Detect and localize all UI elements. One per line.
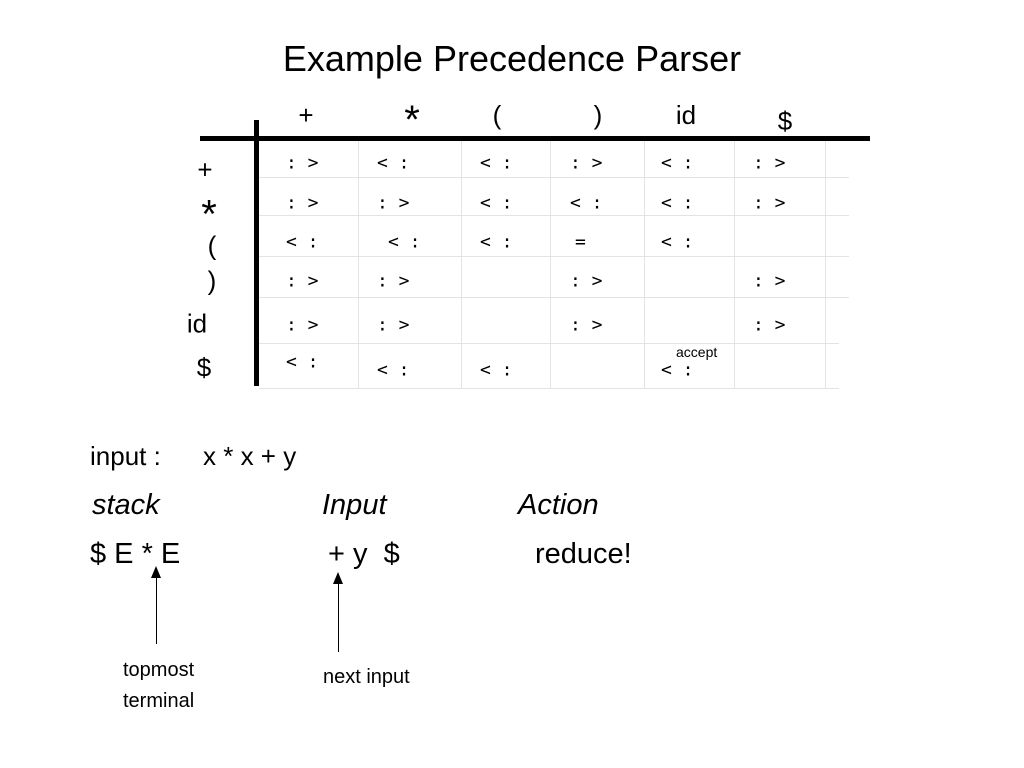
- table-cell: < :: [480, 192, 513, 214]
- table-cell: : >: [377, 314, 410, 336]
- accept-label: accept: [676, 344, 718, 360]
- grid-line: [358, 141, 359, 389]
- column-header-id: id: [675, 100, 697, 130]
- topmost-terminal-note: topmost terminal: [123, 655, 194, 717]
- table-row-rule: [254, 120, 259, 386]
- arrow-up-icon: [151, 566, 161, 578]
- column-header-rparen: ): [593, 100, 603, 130]
- table-cell: < :: [377, 359, 410, 381]
- column-header-dollar: $: [777, 106, 793, 136]
- table-cell: < :: [286, 351, 319, 373]
- table-cell: < :: [661, 152, 694, 174]
- grid-line: [259, 256, 849, 257]
- table-cell: : >: [377, 192, 410, 214]
- table-cell: =: [575, 231, 586, 253]
- row-header-star: *: [201, 192, 217, 237]
- grid-line: [259, 297, 849, 298]
- row-header-plus: +: [197, 154, 213, 185]
- table-cell: : >: [286, 152, 319, 174]
- table-cell: < :: [480, 231, 513, 253]
- note-line: topmost: [123, 659, 195, 681]
- row-header-id: id: [186, 308, 208, 339]
- input-value: + y $: [328, 538, 400, 570]
- grid-line: [259, 343, 839, 344]
- column-header-plus: +: [298, 100, 314, 130]
- arrow-shaft: [338, 582, 339, 652]
- table-cell: : >: [753, 314, 786, 336]
- column-header-lparen: (: [492, 100, 502, 130]
- column-header-star: *: [404, 98, 420, 142]
- arrow-up-icon: [333, 572, 343, 584]
- row-header-dollar: $: [196, 352, 212, 383]
- grid-line: [644, 141, 645, 389]
- table-cell: < :: [480, 152, 513, 174]
- row-header-lparen: (: [207, 230, 217, 261]
- row-header-rparen: ): [207, 265, 217, 296]
- input-header: Input: [322, 489, 387, 521]
- grid-line: [461, 141, 462, 389]
- table-cell: : >: [286, 314, 319, 336]
- next-input-note: next input: [323, 666, 410, 688]
- table-cell: : >: [570, 152, 603, 174]
- table-cell: < :: [661, 359, 694, 381]
- table-cell: : >: [753, 270, 786, 292]
- grid-line: [259, 215, 849, 216]
- table-cell: : >: [377, 270, 410, 292]
- input-string: x * x + y: [203, 441, 297, 471]
- table-cell: : >: [286, 192, 319, 214]
- action-header: Action: [518, 489, 599, 521]
- table-cell: : >: [570, 270, 603, 292]
- action-value: reduce!: [535, 538, 632, 570]
- table-cell: < :: [661, 231, 694, 253]
- table-cell: < :: [480, 359, 513, 381]
- table-cell: < :: [570, 192, 603, 214]
- table-cell: : >: [753, 152, 786, 174]
- stack-header: stack: [92, 489, 160, 521]
- table-cell: : >: [570, 314, 603, 336]
- grid-line: [550, 141, 551, 389]
- grid-line: [825, 141, 826, 389]
- table-cell: < :: [377, 152, 410, 174]
- table-cell: : >: [286, 270, 319, 292]
- stack-value: $ E * E: [90, 538, 181, 570]
- table-cell: : >: [753, 192, 786, 214]
- table-cell: < :: [661, 192, 694, 214]
- page-title: Example Precedence Parser: [282, 38, 742, 79]
- grid-line: [734, 141, 735, 389]
- grid-line: [259, 177, 849, 178]
- table-cell: < :: [286, 231, 319, 253]
- arrow-shaft: [156, 576, 157, 644]
- input-label: input :: [90, 441, 161, 471]
- note-line: terminal: [123, 690, 195, 712]
- table-cell: < :: [388, 231, 421, 253]
- grid-line: [259, 388, 839, 389]
- table-header-rule: [200, 136, 870, 141]
